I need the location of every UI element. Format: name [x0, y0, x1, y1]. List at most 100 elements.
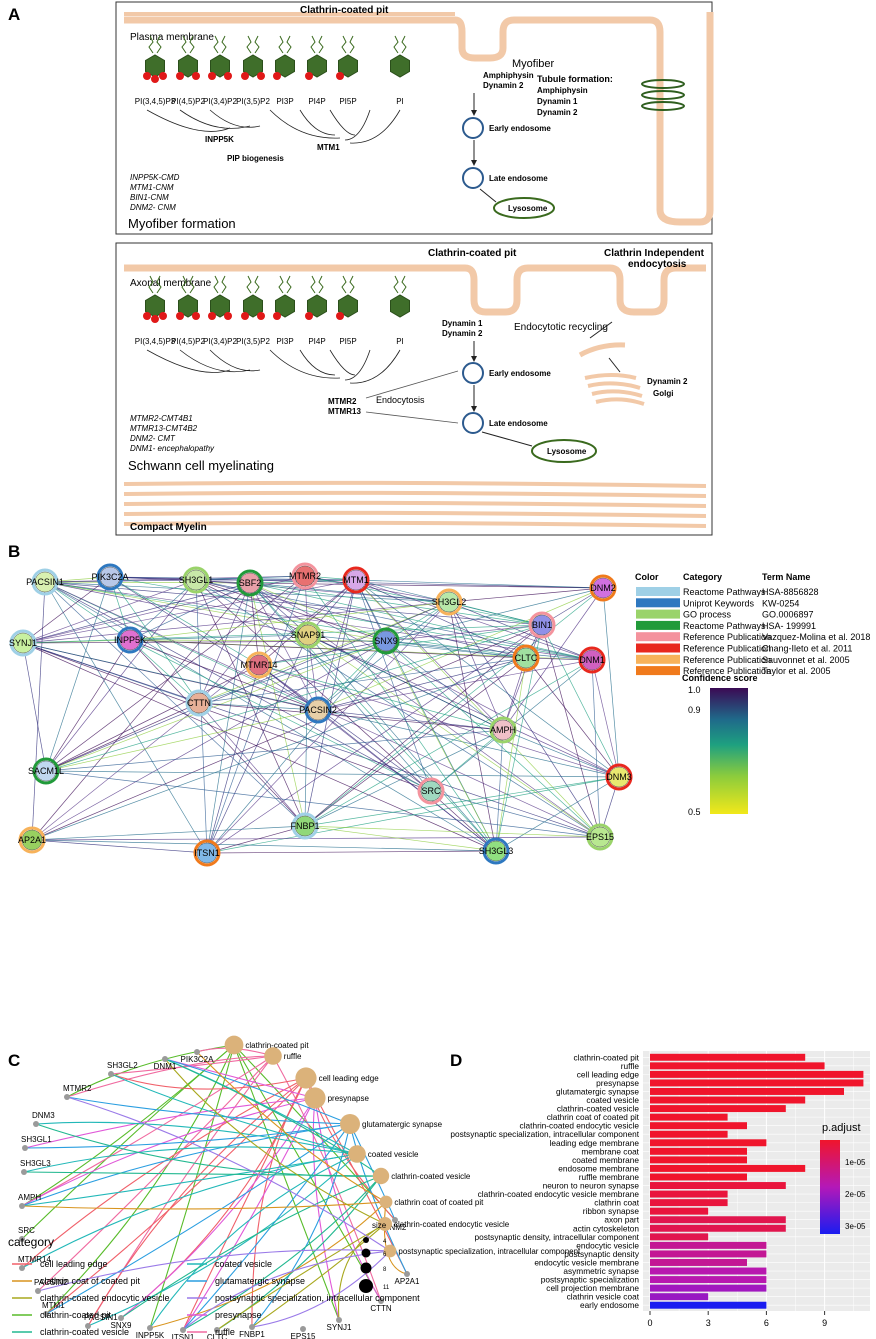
panel-letter-d: D [450, 1051, 462, 1070]
gene-label: DNM2 [384, 1223, 407, 1232]
lipid-tail [148, 35, 162, 54]
node-ring [589, 574, 617, 602]
panel-a-bottom-box [115, 242, 713, 536]
node-circle [248, 654, 270, 676]
node-circle [438, 591, 460, 613]
phosphate-dot [305, 312, 313, 320]
legend-category: Reference Publication [683, 666, 771, 676]
node-label: PACSIN1 [26, 577, 64, 587]
bar [650, 1105, 786, 1113]
gene-node [19, 1265, 25, 1271]
node-label: BIN1 [532, 620, 552, 630]
network-node[interactable]: SNAP91 [291, 621, 326, 649]
bar [650, 1062, 825, 1070]
bar [650, 1224, 786, 1232]
cnet-edge [21, 1153, 358, 1207]
network-edge [22, 579, 357, 644]
lipid-tail [181, 35, 195, 54]
network-node[interactable]: SH3GL1 [179, 566, 214, 594]
network-node[interactable]: SNX9 [372, 627, 400, 655]
network-node[interactable]: AMPH [489, 716, 517, 744]
network-edge [44, 581, 593, 661]
network-edge [385, 640, 504, 731]
network-node[interactable]: ITSN1 [193, 839, 221, 867]
network-node[interactable]: SYNJ1 [9, 629, 37, 657]
network-node[interactable]: EPS15 [586, 823, 614, 851]
network-node[interactable]: CLTC [512, 644, 540, 672]
network-node[interactable]: BIN1 [528, 611, 556, 639]
network-edge [355, 579, 504, 731]
network-node[interactable]: AP2A1 [18, 826, 46, 854]
phosphate-dot [151, 75, 159, 83]
node-ring [32, 757, 60, 785]
network-node[interactable]: PIK3C2A [91, 563, 129, 591]
legend-swatch [636, 643, 680, 653]
gene-label: SRC [18, 1226, 35, 1235]
network-node[interactable]: FNBP1 [290, 812, 320, 840]
node-ring [342, 566, 370, 594]
gene-label: SYNJ1 [327, 1323, 352, 1332]
node-label: ITSN1 [194, 848, 220, 858]
network-node[interactable]: MTMR14 [240, 651, 278, 679]
size-legend-dot [363, 1237, 369, 1243]
network-node[interactable]: DNM3 [605, 763, 633, 791]
network-node[interactable]: DNM2 [589, 574, 617, 602]
phosphate-dot [159, 72, 167, 80]
node-ring [605, 763, 633, 791]
network-node[interactable]: SBF2 [236, 569, 264, 597]
disease-item: BIN1-CNM [130, 193, 169, 202]
golgi-shape [587, 381, 641, 390]
bar-category-label: clathrin-coated pit [574, 1052, 640, 1062]
network-node[interactable]: MTMR2 [289, 562, 321, 590]
network-edge [22, 579, 197, 644]
node-circle [99, 566, 121, 588]
network-edge [448, 601, 543, 626]
network-node[interactable]: INPP5K [114, 626, 146, 654]
network-node[interactable]: PACSIN1 [26, 568, 64, 596]
bar-category-label: clathrin coat of coated pit [547, 1112, 640, 1122]
padj-colorbar [820, 1140, 840, 1234]
network-node[interactable]: DNM1 [578, 646, 606, 674]
network-node[interactable]: CTTN [185, 689, 213, 717]
gene-label: PACSIN1 [84, 1313, 118, 1322]
node-ring [489, 716, 517, 744]
confidence-colorbar [710, 688, 748, 814]
network-node[interactable]: SACM1L [28, 757, 64, 785]
network-edge [304, 659, 593, 827]
disease-item: MTMR13-CMT4B2 [130, 424, 198, 433]
network-edge [495, 729, 504, 852]
mtmr13-label: MTMR13 [328, 407, 361, 416]
network-edge [22, 601, 450, 644]
node-circle [485, 840, 507, 862]
network-edge [31, 624, 543, 841]
bar [650, 1147, 747, 1155]
bar-category-label: postsynaptic density [564, 1249, 640, 1259]
pip-label: PI(3,4,5)P3 [135, 337, 176, 346]
bar-category-label: leading edge membrane [550, 1138, 640, 1148]
network-node[interactable]: PACSIN2 [299, 696, 337, 724]
cnet-edge [349, 1123, 396, 1221]
node-circle [307, 699, 329, 721]
gene-node [19, 1203, 25, 1209]
node-circle [515, 647, 537, 669]
lipid-tail [246, 275, 260, 294]
network-node[interactable]: SRC [417, 777, 445, 805]
legend-category: GO process [683, 610, 732, 620]
node-label: SYNJ1 [9, 638, 37, 648]
node-circle [589, 826, 611, 848]
cnet-edges [21, 1044, 408, 1331]
network-node[interactable]: SH3GL3 [479, 837, 514, 865]
pip-label: PI5P [339, 337, 356, 346]
cnet-edge [35, 1121, 358, 1155]
phosphate-dot [208, 72, 216, 80]
lysosome-icon [493, 197, 555, 219]
gene-label: DNM1 [154, 1062, 177, 1071]
network-node[interactable]: SH3GL2 [432, 588, 467, 616]
legend-category: Reactome Pathways [683, 621, 766, 631]
network-node[interactable]: MTM1 [342, 566, 370, 594]
cnet-edge [349, 1123, 408, 1275]
cnet-edge [110, 1055, 274, 1075]
gene-node [118, 1315, 124, 1321]
term-node [383, 1244, 397, 1258]
network-edge [495, 657, 527, 852]
